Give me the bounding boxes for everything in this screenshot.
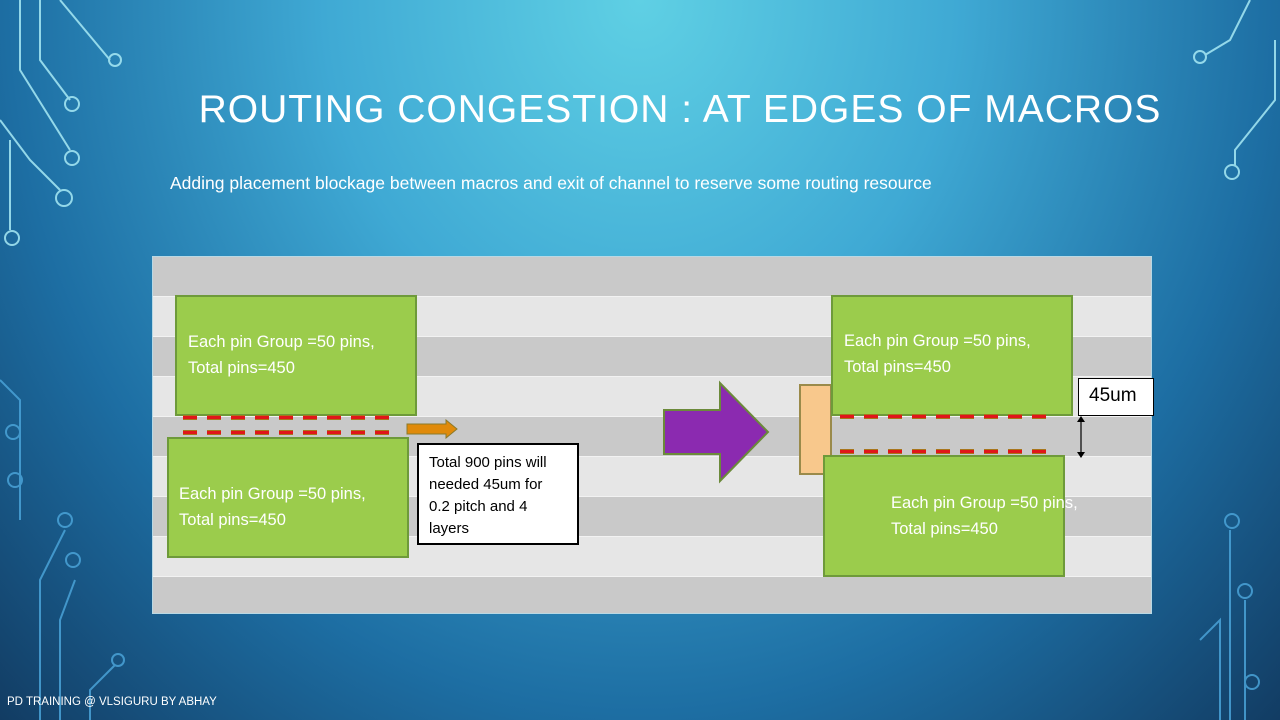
spacing-label: 45um [1078,378,1154,416]
pin-marker [327,430,341,435]
macro-text-line2: Total pins=450 [188,359,295,377]
right-macro-bottom: Each pin Group =50 pins, Total pins=450 [823,455,1078,577]
right-macro-top: Each pin Group =50 pins, Total pins=450 [831,295,1073,416]
macro-text-line1: Each pin Group =50 pins, [844,332,1031,350]
slide-title: ROUTING CONGESTION : AT EDGES OF MACROS [198,88,1162,131]
macro-text-line2: Total pins=450 [844,358,951,376]
small-right-arrow-icon [406,419,458,439]
pin-marker [912,414,926,419]
macro-text-line2: Total pins=450 [891,520,998,538]
macro-text-line2: Total pins=450 [179,511,286,529]
pin-marker [984,414,998,419]
macro-text-line1: Each pin Group =50 pins, [188,333,375,351]
pin-marker [1008,449,1022,454]
slide-footer: PD TRAINING @ VLSIGURU BY ABHAY [7,696,217,708]
pin-marker [279,430,293,435]
pin-marker [207,415,221,420]
pin-marker [1008,414,1022,419]
pin-marker [912,449,926,454]
pin-marker [960,449,974,454]
pin-marker [327,415,341,420]
pin-marker [231,415,245,420]
pin-marker [375,415,389,420]
pin-marker [960,414,974,419]
pin-marker [255,430,269,435]
spacing-dimension-arrow-icon [1077,416,1085,458]
note-line: layers [429,520,470,537]
pin-marker [303,430,317,435]
pin-marker [351,415,365,420]
macro-text-line1: Each pin Group =50 pins, [179,485,366,503]
note-line: needed 45um for [429,476,543,493]
macro-text-line1: Each pin Group =50 pins, [891,494,1078,512]
pin-marker [936,414,950,419]
pin-marker [1032,414,1046,419]
left-macro-bottom: Each pin Group =50 pins, Total pins=450 [167,437,409,558]
pin-marker [1032,449,1046,454]
pin-marker [936,449,950,454]
pin-marker [303,415,317,420]
pin-marker [255,415,269,420]
slide-subtitle: Adding placement blockage between macros… [170,173,932,193]
pin-marker [984,449,998,454]
pin-marker [279,415,293,420]
pin-marker [183,430,197,435]
pin-marker [864,449,878,454]
pin-marker [183,415,197,420]
pin-marker [351,430,365,435]
pin-marker [840,449,854,454]
pin-marker [888,449,902,454]
pin-marker [231,430,245,435]
pin-marker [207,430,221,435]
pin-requirement-note: Total 900 pins will needed 45um for 0.2 … [417,443,579,545]
note-line: 0.2 pitch and 4 [429,498,528,515]
note-line: Total 900 pins will [429,454,547,471]
big-right-arrow-icon [663,380,770,484]
pin-marker [840,414,854,419]
pin-marker [864,414,878,419]
pin-marker [375,430,389,435]
pin-marker [888,414,902,419]
left-macro-top: Each pin Group =50 pins, Total pins=450 [175,295,417,416]
